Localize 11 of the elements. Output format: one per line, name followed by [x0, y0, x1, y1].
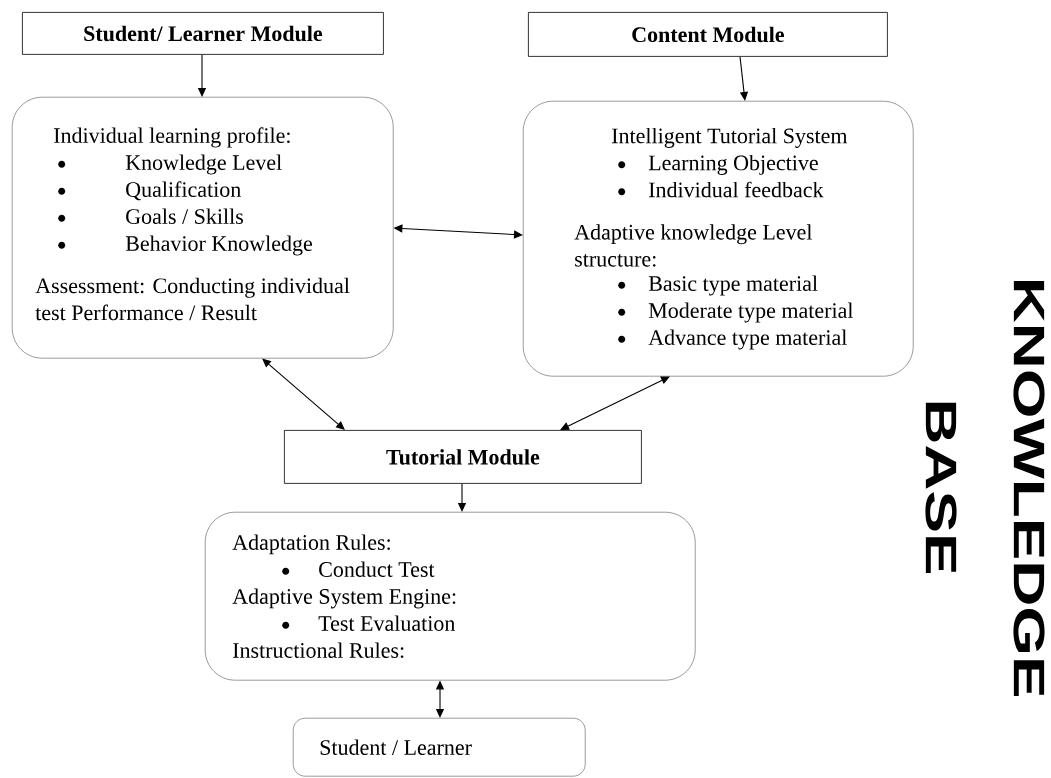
arrow [560, 376, 670, 430]
module-box: Student/ Learner Module [22, 12, 384, 55]
rounded-box: Adaptation Rules: Conduct Test Adaptive System Engine: Test Evaluation Instructional Rules: [205, 512, 696, 681]
rounded-box: Individual learning profile: Knowledge Level Qualification Goals / Skills Behavior Knowledge Assessment: Conducting individual test Performance / Result [12, 97, 394, 359]
rounded-box: Student / Learner [293, 718, 586, 777]
arrow [262, 358, 345, 430]
module-box: Tutorial Module [284, 430, 642, 484]
side-label: KNOWLEDGE BASE [925, 281, 1045, 697]
rounded-box: Intelligent Tutorial System Learning Objective Individual feedback Adaptive knowledge Level structure: Basic type material Moderate type material Advance type material [523, 101, 914, 377]
module-box: Content Module [528, 12, 888, 57]
arrow [739, 56, 749, 101]
